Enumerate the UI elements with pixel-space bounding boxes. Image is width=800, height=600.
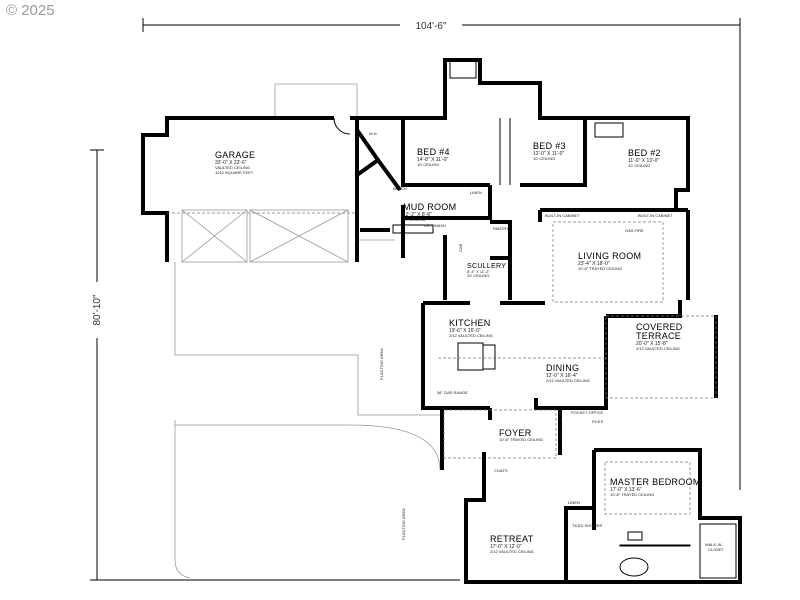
svg-text:MASTER BEDROOM: MASTER BEDROOM	[610, 477, 701, 487]
room-label-retreat: RETREAT 17'-0" X 12'-0" 2/12 VAULTED CEI…	[490, 534, 534, 554]
svg-text:33'-0" X 23'-6": 33'-0" X 23'-6"	[215, 160, 247, 166]
dimension-depth: 80'-10"	[90, 149, 460, 581]
svg-text:19'-6" X 16'-0": 19'-6" X 16'-0"	[449, 328, 481, 334]
svg-text:10' CEILING: 10' CEILING	[533, 156, 555, 161]
svg-text:10' CEILING: 10' CEILING	[628, 163, 650, 168]
room-label-living-room: LIVING ROOM 23'-4" X 18'-0" 10'-8" TRAYE…	[578, 251, 641, 271]
svg-text:PLANTING AREA: PLANTING AREA	[401, 508, 406, 540]
room-label-foyer: FOYER 10'-8" TRAYED CEILING	[499, 428, 543, 442]
svg-text:10' CEILING: 10' CEILING	[467, 273, 489, 278]
svg-text:20'-0" X 15'-8": 20'-0" X 15'-8"	[636, 341, 668, 347]
svg-text:1012 SQUARE FEET: 1012 SQUARE FEET	[215, 170, 254, 175]
svg-text:WASH: WASH	[434, 223, 446, 228]
svg-text:BENCH: BENCH	[393, 186, 407, 191]
living-core	[421, 210, 718, 410]
svg-text:FOYER: FOYER	[499, 428, 532, 438]
room-label-mud-room: MUD ROOM 12'-2" X 8'-8" 10' CEILING	[403, 202, 456, 222]
svg-text:17'-0" X 12'-0": 17'-0" X 12'-0"	[490, 544, 522, 550]
svg-text:10' CEILING: 10' CEILING	[403, 217, 425, 222]
copyright-watermark: © 2025	[6, 2, 55, 19]
svg-text:BUILT-IN CABINET: BUILT-IN CABINET	[638, 213, 673, 218]
svg-text:17'-0" X 13'-6": 17'-0" X 13'-6"	[610, 487, 642, 493]
south-wing	[440, 408, 742, 584]
width-dimension-label: 104'-6"	[415, 21, 446, 32]
svg-text:36" GAS RANGE: 36" GAS RANGE	[437, 390, 468, 395]
depth-dimension-label: 80'-10"	[92, 294, 103, 325]
svg-text:PANTRY: PANTRY	[493, 226, 509, 231]
svg-text:14'-8" X 11'-0": 14'-8" X 11'-0"	[417, 157, 448, 163]
garage	[141, 116, 359, 263]
room-label-bed4: BED #4 14'-8" X 11'-0" 10' CEILING	[417, 147, 450, 167]
svg-text:12'-0" X 16'-4": 12'-0" X 16'-4"	[546, 373, 578, 379]
svg-text:TILED SHOWER: TILED SHOWER	[572, 523, 603, 528]
svg-text:23'-4" X 18'-0": 23'-4" X 18'-0"	[578, 261, 610, 267]
svg-text:CAB: CAB	[458, 243, 463, 252]
room-label-covered-terrace: COVERED TERRACE 20'-0" X 15'-8" 2/12 VAU…	[636, 322, 683, 351]
dimension-width: 104'-6"	[142, 18, 741, 490]
fixture-labels: LINEN PANTRY BUILT-IN CABINET BUILT-IN C…	[369, 131, 673, 540]
svg-text:MUD ROOM: MUD ROOM	[403, 202, 456, 212]
svg-text:WALK-IN: WALK-IN	[705, 542, 722, 547]
svg-text:W.H.: W.H.	[369, 131, 378, 136]
svg-text:2/12 VAULTED CEILING: 2/12 VAULTED CEILING	[546, 378, 590, 383]
svg-text:RETREAT: RETREAT	[490, 534, 534, 544]
svg-text:10'-8" TRAYED CEILING: 10'-8" TRAYED CEILING	[610, 492, 654, 497]
svg-text:PLANTING AREA: PLANTING AREA	[379, 348, 384, 380]
svg-text:BUILT-IN CABINET: BUILT-IN CABINET	[545, 213, 580, 218]
site-lines	[174, 83, 441, 579]
svg-text:KITCHEN: KITCHEN	[449, 318, 491, 328]
room-label-bed3: BED #3 12'-0" X 11'-0" 10' CEILING	[533, 141, 566, 161]
svg-text:8'-4" X 11'-2": 8'-4" X 11'-2"	[467, 269, 490, 274]
svg-text:2/12 VAULTED CEILING: 2/12 VAULTED CEILING	[490, 549, 534, 554]
svg-text:BED #4: BED #4	[417, 147, 450, 157]
svg-text:BENCH / NICHE: BENCH / NICHE	[558, 410, 563, 440]
svg-text:CLOSET: CLOSET	[708, 547, 725, 552]
room-label-master-bedroom: MASTER BEDROOM 17'-0" X 13'-6" 10'-8" TR…	[610, 477, 701, 497]
bedroom-wing	[355, 58, 690, 258]
svg-text:10'-8" TRAYED CEILING: 10'-8" TRAYED CEILING	[499, 437, 543, 442]
svg-text:DINING: DINING	[546, 363, 579, 373]
room-label-kitchen: KITCHEN 19'-6" X 16'-0" 2/12 VAULTED CEI…	[449, 318, 493, 338]
svg-text:TERRACE: TERRACE	[636, 331, 681, 341]
svg-text:12'-0" X 11'-0": 12'-0" X 11'-0"	[533, 151, 564, 157]
svg-text:LINEN: LINEN	[470, 190, 482, 195]
svg-text:FILES: FILES	[592, 419, 603, 424]
svg-text:DRY: DRY	[424, 223, 433, 228]
svg-text:COATS: COATS	[494, 468, 508, 473]
svg-text:POCKET OFFICE: POCKET OFFICE	[571, 410, 603, 415]
svg-text:11'-0" X 13'-0": 11'-0" X 13'-0"	[628, 158, 659, 164]
svg-text:GAS FIRE: GAS FIRE	[625, 228, 644, 233]
svg-text:VAULTED CEILING: VAULTED CEILING	[215, 165, 250, 170]
svg-text:2/12 VAULTED CEILING: 2/12 VAULTED CEILING	[636, 346, 680, 351]
svg-text:BED #3: BED #3	[533, 141, 566, 151]
svg-text:COVERED: COVERED	[636, 322, 683, 332]
room-label-scullery: SCULLERY 8'-4" X 11'-2" 10' CEILING	[467, 263, 506, 278]
room-label-bed2: BED #2 11'-0" X 13'-0" 10' CEILING	[628, 148, 661, 168]
svg-text:BED #2: BED #2	[628, 148, 661, 158]
svg-text:10' CEILING: 10' CEILING	[417, 162, 439, 167]
room-label-garage: GARAGE 33'-0" X 23'-6" VAULTED CEILING 1…	[215, 150, 255, 175]
svg-text:LIVING ROOM: LIVING ROOM	[578, 251, 641, 261]
room-label-dining: DINING 12'-0" X 16'-4" 2/12 VAULTED CEIL…	[546, 363, 590, 383]
svg-text:SCULLERY: SCULLERY	[467, 263, 506, 270]
svg-text:LINEN: LINEN	[568, 500, 580, 505]
svg-text:10'-8" TRAYED CEILING: 10'-8" TRAYED CEILING	[578, 266, 622, 271]
svg-text:12'-2" X 8'-8": 12'-2" X 8'-8"	[403, 212, 432, 218]
svg-text:GARAGE: GARAGE	[215, 150, 255, 160]
svg-text:2/12 VAULTED CEILING: 2/12 VAULTED CEILING	[449, 333, 493, 338]
room-label-walk-in-closet: WALK-IN CLOSET	[705, 542, 725, 552]
